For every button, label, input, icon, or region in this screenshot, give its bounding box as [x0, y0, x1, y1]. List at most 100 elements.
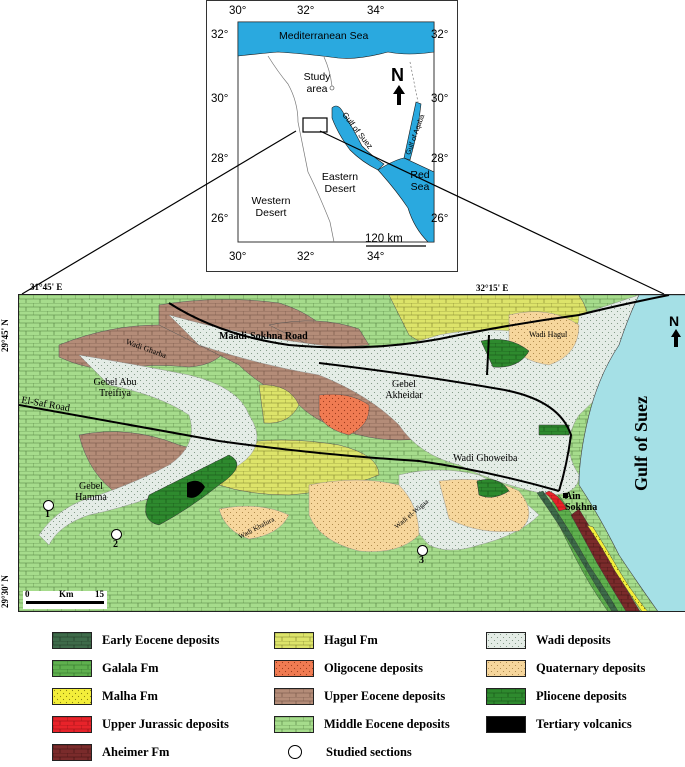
inset-top-tick: 30°	[229, 5, 247, 17]
inset-map: 30° 32° 34° 30° 32° 34° 32° 30° 28° 26° …	[206, 0, 458, 272]
legend-swatch	[274, 715, 314, 733]
legend-swatch	[274, 631, 314, 649]
road-spur	[486, 334, 490, 376]
legend-label: Upper Jurassic deposits	[102, 716, 229, 731]
inset-left-tick: 28°	[211, 153, 229, 165]
inset-bottom-tick: 34°	[367, 251, 385, 263]
legend-swatch	[52, 715, 92, 733]
legend-item: Quaternary deposits	[486, 658, 645, 678]
oligocene-unit	[318, 393, 370, 436]
geologic-map: Maadi-Sokhna Road Wadi Gharba Wadi Hagul…	[18, 294, 685, 612]
inset-right-tick: 28°	[431, 153, 449, 165]
malha-unit	[586, 524, 648, 611]
legend-swatch	[52, 631, 92, 649]
inset-left-tick: 32°	[211, 29, 229, 41]
legend-item: Pliocene deposits	[486, 686, 627, 706]
gebel-abu-treifiya-label: Gebel Abu Treifiya	[93, 377, 137, 399]
legend-label: Upper Eocene deposits	[324, 688, 446, 703]
maadi-sokhna-road-label: Maadi-Sokhna Road	[219, 331, 308, 342]
legend-label: Studied sections	[326, 744, 412, 759]
legend-label: Hagul Fm	[324, 632, 378, 647]
legend-label: Wadi deposits	[536, 632, 611, 647]
tertiary-volcanics-unit	[187, 480, 205, 498]
inset-map-graphic	[237, 21, 435, 247]
legend-item: Malha Fm	[52, 686, 158, 706]
inset-top-tick: 34°	[367, 5, 385, 17]
inset-north-label: N	[391, 65, 404, 85]
legend-label: Early Eocene deposits	[102, 632, 220, 647]
western-desert-label: Western Desert	[251, 195, 291, 219]
pliocene-unit	[480, 339, 530, 368]
inset-north-arrow-icon	[393, 85, 405, 105]
legend-swatch	[52, 687, 92, 705]
legend-item: Tertiary volcanics	[486, 714, 632, 734]
legend-label: Pliocene deposits	[536, 688, 627, 703]
scale-km: Km	[59, 589, 74, 599]
eastern-desert-label: Eastern Desert	[321, 171, 359, 195]
studied-section-number: 3	[419, 555, 424, 566]
studied-section-number: 2	[113, 539, 118, 550]
gulf-of-suez-water	[578, 295, 685, 611]
inset-bottom-tick: 30°	[229, 251, 247, 263]
red-sea-label: Red Sea	[410, 169, 430, 193]
inset-top-tick: 32°	[297, 5, 315, 17]
legend-label: Galala Fm	[102, 660, 159, 675]
inset-left-tick: 30°	[211, 93, 229, 105]
north-arrow-icon	[671, 329, 681, 347]
legend-item: Studied sections	[274, 742, 412, 762]
road-spur	[318, 362, 573, 492]
legend-label: Quaternary deposits	[536, 660, 646, 675]
coord-top-left: 31°45' E	[30, 282, 63, 292]
legend-swatch	[52, 743, 92, 761]
inset-left-tick: 26°	[211, 213, 229, 225]
legend-label: Tertiary volcanics	[536, 716, 632, 731]
ain-sokhna-label: Ain Sokhna	[565, 491, 598, 513]
coord-left-mid: 29°45' N	[0, 319, 10, 352]
gebel-akheidar-label: Gebel Akheidar	[385, 379, 423, 401]
gebel-hamma-label: Gebel Hamma	[75, 481, 107, 503]
legend-label: Middle Eocene deposits	[324, 716, 450, 731]
hagul-unit	[258, 384, 300, 424]
maadi-sokhna-road	[168, 295, 670, 349]
wadi-ghoweiba-label: Wadi Ghoweiba	[453, 453, 518, 464]
legend-item: Upper Eocene deposits	[274, 686, 445, 706]
coord-top-right: 32°15' E	[476, 283, 509, 293]
legend-item: Hagul Fm	[274, 630, 378, 650]
legend-swatch	[274, 659, 314, 677]
study-area-box	[302, 117, 328, 133]
legend-swatch	[274, 687, 314, 705]
ain-sokhna-marker	[563, 493, 568, 498]
north-label: N	[669, 313, 680, 329]
inset-bottom-tick: 32°	[297, 251, 315, 263]
scale-bar: 0 Km 15	[23, 589, 107, 609]
inset-right-tick: 30°	[431, 93, 449, 105]
geologic-map-graphic	[19, 295, 685, 611]
studied-section-number: 1	[45, 509, 50, 520]
pliocene-unit	[538, 424, 570, 436]
studied-section-legend-icon	[288, 745, 302, 759]
studied-section-marker	[43, 500, 54, 511]
legend-item: Aheimer Fm	[52, 742, 169, 762]
quaternary-unit	[308, 479, 420, 552]
legend-swatch	[486, 659, 526, 677]
mediterranean-sea-shape	[237, 21, 435, 59]
early-eocene-unit	[536, 490, 619, 611]
studied-section-marker	[417, 545, 428, 556]
nile-river	[267, 55, 335, 243]
gulf-of-suez-label: Gulf of Suez	[631, 395, 651, 491]
zoom-connector-lines	[21, 130, 665, 295]
inset-right-tick: 26°	[431, 213, 449, 225]
gulf-of-aqaba-shape	[403, 101, 422, 161]
wadi-hagul-label: Wadi Hagul	[529, 330, 568, 339]
inset-right-tick: 32°	[431, 29, 449, 41]
legend-item: Early Eocene deposits	[52, 630, 219, 650]
inset-scale-label: 120 km	[365, 233, 403, 245]
legend-label: Malha Fm	[102, 688, 158, 703]
mediterranean-sea-label: Mediterranean Sea	[279, 30, 369, 42]
legend-item: Galala Fm	[52, 658, 159, 678]
legend-swatch	[486, 631, 526, 649]
coord-left-bottom: 29°30' N	[0, 575, 10, 608]
quaternary-unit	[218, 505, 290, 540]
legend: Early Eocene deposits Galala Fm Malha Fm…	[0, 622, 685, 767]
legend-swatch	[486, 687, 526, 705]
